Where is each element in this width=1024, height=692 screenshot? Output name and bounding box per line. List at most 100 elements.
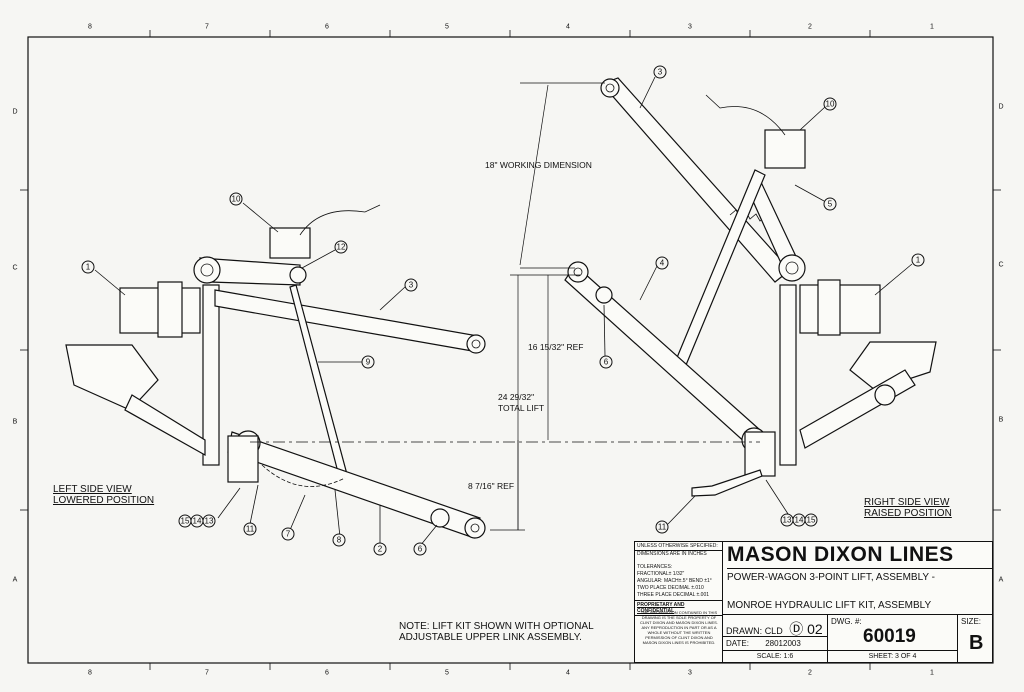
dim-working: 18" WORKING DIMENSION — [485, 160, 592, 170]
zone-right-a: A — [999, 577, 1004, 584]
size-cell: SIZE: B — [958, 614, 993, 662]
left-view-title: LEFT SIDE VIEW — [53, 484, 132, 495]
svg-text:1: 1 — [916, 256, 921, 265]
svg-text:6: 6 — [418, 545, 423, 554]
callouts-left: 10 12 1 3 9 15 14 13 11 7 8 2 6 — [81, 192, 438, 556]
callout-left-11: 11 — [243, 522, 257, 536]
svg-text:15: 15 — [181, 517, 190, 526]
zone-bottom-3: 3 — [688, 670, 692, 677]
svg-text:2: 2 — [378, 545, 383, 554]
callout-right-4: 4 — [655, 256, 669, 270]
zone-labels-top: 8 7 6 5 4 3 2 1 — [88, 24, 934, 31]
zone-top-7: 7 — [205, 24, 209, 31]
callout-right-3: 3 — [653, 65, 667, 79]
left-ball-end — [430, 508, 450, 528]
callout-left-8: 8 — [332, 533, 346, 547]
left-mount-base — [65, 344, 159, 411]
zone-right-b: B — [999, 417, 1004, 424]
svg-text:12: 12 — [337, 243, 346, 252]
zone-labels-side: D C B A D C B A — [12, 104, 1003, 584]
right-brace — [799, 369, 916, 449]
callouts-right: 3 10 5 1 4 6 11 13 14 15 — [599, 65, 925, 534]
size-value: B — [969, 632, 984, 654]
note-line-1: NOTE: LIFT KIT SHOWN WITH OPTIONAL — [399, 621, 594, 632]
zone-left-d: D — [12, 109, 17, 116]
left-bracket-plate — [157, 281, 183, 338]
callout-left-13: 13 — [202, 514, 216, 528]
callout-right-11: 11 — [655, 520, 669, 534]
revision: Ⓓ 02 — [789, 621, 823, 637]
zone-top-4: 4 — [566, 24, 570, 31]
right-stabilizer — [691, 469, 763, 497]
dwg-value: 60019 — [863, 626, 916, 647]
company-name: MASON DIXON LINES — [727, 541, 993, 569]
tolerance-line-2: TOLERANCES: — [637, 564, 673, 570]
zone-bottom-7: 7 — [205, 670, 209, 677]
left-main-post — [202, 284, 220, 466]
zone-ticks — [20, 30, 1001, 670]
zone-left-c: C — [12, 265, 17, 272]
proprietary-text: THE INFORMATION CONTAINED IN THIS DRAWIN… — [640, 610, 718, 645]
callout-left-1: 1 — [81, 260, 95, 274]
svg-text:1: 1 — [86, 263, 91, 272]
title-block: UNLESS OTHERWISE SPECIFIED: DIMENSIONS A… — [634, 541, 993, 663]
drawing-title-1: POWER-WAGON 3-POINT LIFT, ASSEMBLY - — [727, 572, 935, 583]
svg-text:7: 7 — [286, 530, 291, 539]
svg-text:8: 8 — [337, 536, 342, 545]
left-view-subtitle: LOWERED POSITION — [53, 495, 154, 506]
svg-text:3: 3 — [658, 68, 663, 77]
svg-text:10: 10 — [232, 195, 241, 204]
callout-left-15: 15 — [178, 514, 192, 528]
right-main-post — [779, 284, 797, 466]
zone-bottom-2: 2 — [808, 670, 812, 677]
tolerance-line-3: FRACTIONAL± 1/32" — [637, 571, 685, 577]
zone-right-d: D — [998, 104, 1003, 111]
tolerance-header: UNLESS OTHERWISE SPECIFIED: — [635, 542, 722, 551]
svg-text:6: 6 — [604, 358, 609, 367]
right-control-handle — [705, 94, 786, 136]
date-label: DATE: — [726, 639, 749, 648]
callout-right-5: 5 — [823, 197, 837, 211]
svg-text:15: 15 — [807, 516, 816, 525]
dwg-label: DWG. #: — [831, 617, 862, 626]
zone-bottom-8: 8 — [88, 670, 92, 677]
left-brace — [124, 394, 206, 457]
right-view-subtitle: RAISED POSITION — [864, 508, 952, 519]
zone-labels-bottom: 8 7 6 5 4 3 2 1 — [88, 670, 934, 677]
left-lower-bracket — [227, 435, 259, 483]
tolerance-line-5: TWO PLACE DECIMAL ±.010 — [637, 585, 704, 591]
right-lower-link — [564, 264, 761, 446]
note-line-2: ADJUSTABLE UPPER LINK ASSEMBLY. — [399, 632, 582, 643]
callout-right-13: 13 — [780, 513, 794, 527]
tolerance-line-1: DIMENSIONS ARE IN INCHES — [637, 551, 707, 557]
zone-bottom-5: 5 — [445, 670, 449, 677]
zone-top-8: 8 — [88, 24, 92, 31]
callout-left-2: 2 — [373, 542, 387, 556]
svg-text:4: 4 — [660, 259, 665, 268]
dim-total-lift-value: 24 29/32" — [498, 392, 534, 402]
drawn-cell: DRAWN: CLD Ⓓ 02 — [723, 614, 828, 637]
view-titles: LEFT SIDE VIEW LOWERED POSITION RIGHT SI… — [53, 484, 952, 519]
callout-right-1: 1 — [911, 253, 925, 267]
size-label: SIZE: — [961, 617, 982, 626]
left-hydraulic-valve — [269, 227, 311, 259]
right-ball-end — [595, 286, 613, 304]
left-upper-link — [214, 289, 479, 353]
zone-bottom-6: 6 — [325, 670, 329, 677]
right-view-title: RIGHT SIDE VIEW — [864, 497, 950, 508]
callout-left-12: 12 — [334, 240, 348, 254]
drawn-label: DRAWN: — [726, 626, 763, 636]
zone-top-5: 5 — [445, 24, 449, 31]
note: NOTE: LIFT KIT SHOWN WITH OPTIONAL ADJUS… — [399, 621, 594, 643]
callout-left-9: 9 — [361, 355, 375, 369]
left-side-view — [65, 204, 486, 539]
dim-ref-upper: 16 15/32" REF — [528, 342, 583, 352]
tolerance-line-4: ANGULAR: MACH±.5° BEND ±1° — [637, 578, 712, 584]
drawn-value: CLD — [764, 626, 783, 636]
left-control-handle — [299, 204, 381, 236]
dimensions: 18" WORKING DIMENSION 16 15/32" REF 24 2… — [250, 82, 760, 531]
svg-text:9: 9 — [366, 358, 371, 367]
svg-text:11: 11 — [246, 525, 255, 534]
svg-text:13: 13 — [783, 516, 792, 525]
